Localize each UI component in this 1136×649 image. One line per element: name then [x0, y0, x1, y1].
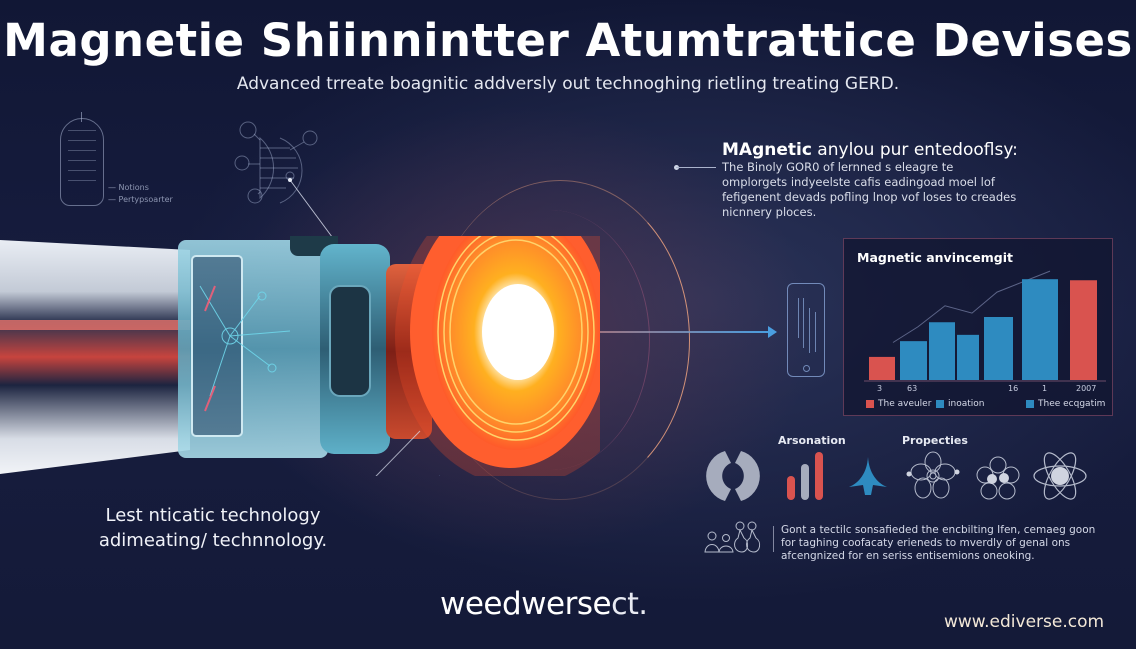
legend-label: The aveuler — [878, 399, 932, 409]
chart-bar — [869, 356, 895, 380]
capsule-detail-lines — [68, 130, 96, 190]
legend-swatch — [866, 400, 874, 408]
field-arc-inner — [450, 210, 650, 470]
chart-bar — [957, 334, 979, 380]
legend-swatch — [936, 400, 944, 408]
arrow-up-icon — [849, 457, 887, 495]
x-tick-label: 1 — [1042, 384, 1048, 393]
legend-label: Thee ecqgatim — [1038, 399, 1106, 409]
chart-title: Magnetic anvincemgit — [857, 250, 1014, 265]
sketch-legend-item: Notions — [108, 182, 173, 194]
callout-heading: MAgnetic anylou pur entedooflsy: — [722, 140, 1018, 160]
circuit-sketch-icon — [234, 121, 318, 204]
pointer-line — [288, 178, 339, 246]
smartphone-icon — [787, 283, 825, 377]
cell-icon — [976, 456, 1020, 500]
chart-bar — [1022, 279, 1058, 380]
legend-item: Thee ecqgatim — [1026, 399, 1105, 409]
legend-item: The aveuler — [866, 399, 931, 409]
left-caption-line1: Lest nticatic technology — [105, 505, 321, 526]
chart-panel: Magnetic anvincemgit 3 63 16 1 2007 The aveu… — [843, 238, 1113, 416]
chart-legend: The aveuler inoation Thee ecqgatim — [844, 399, 1114, 413]
chart-x-ticks: 3 63 16 1 2007 — [844, 384, 1114, 396]
callout-description: The Binoly GOR0 of lernned s eleagre te … — [722, 160, 1017, 219]
sketch-legend-item: Pertypsoarter — [108, 194, 173, 206]
bar-chart-icon — [787, 452, 823, 500]
sketch-legend: Notions Pertypsoarter — [108, 182, 173, 206]
signal-arrow-line — [552, 331, 770, 333]
capsule-sketch-icon — [60, 112, 104, 206]
x-tick-label: 16 — [1008, 384, 1019, 393]
left-caption: Lest nticatic technology adimeating/ tec… — [78, 503, 348, 553]
callout-line — [676, 167, 716, 168]
bar-chart — [864, 270, 1106, 382]
arrow-right-icon — [768, 326, 777, 338]
x-tick-label: 3 — [877, 384, 883, 393]
x-tick-label: 63 — [907, 384, 918, 393]
brand-suffix: ct. — [611, 587, 648, 622]
chart-bar — [929, 322, 955, 380]
brand-main: weedwerse — [440, 586, 612, 622]
callout-heading-bold: MAgnetic — [722, 140, 812, 160]
chart-bar — [900, 341, 927, 380]
divider — [773, 526, 774, 552]
legend-label: inoation — [948, 399, 985, 409]
flower-molecule-icon — [906, 451, 960, 499]
icons-label-arsonation: Arsonation — [778, 434, 846, 447]
website-link[interactable]: www.ediverse.com — [944, 612, 1105, 632]
page-title: Magnetie Shiinnintter Atumtrattice Devis… — [3, 14, 1133, 67]
legend-swatch — [1026, 400, 1034, 408]
callout-heading-rest: anylou pur entedooflsy: — [811, 140, 1018, 160]
icons-label-properties: Propecties — [902, 434, 968, 447]
legend-item: inoation — [936, 399, 984, 409]
atom-icon — [1033, 452, 1087, 500]
chart-bar — [984, 317, 1013, 380]
magnetic-device-illustration — [0, 236, 600, 476]
bracket-ring-icon — [706, 451, 760, 501]
chart-bar — [1070, 280, 1097, 380]
x-tick-label: 2007 — [1076, 384, 1097, 393]
people-group-icon — [704, 521, 761, 553]
bottom-note: Gont a tectilc sonsafieded the encbiltin… — [781, 524, 1096, 562]
trend-line — [892, 270, 1051, 343]
left-caption-line2: adimeating/ technnology. — [98, 530, 328, 551]
brand-logo: weedwersect. — [440, 586, 648, 622]
field-arc — [430, 180, 690, 500]
page-subtitle: Advanced trreate boagnitic addversly out… — [236, 74, 900, 94]
